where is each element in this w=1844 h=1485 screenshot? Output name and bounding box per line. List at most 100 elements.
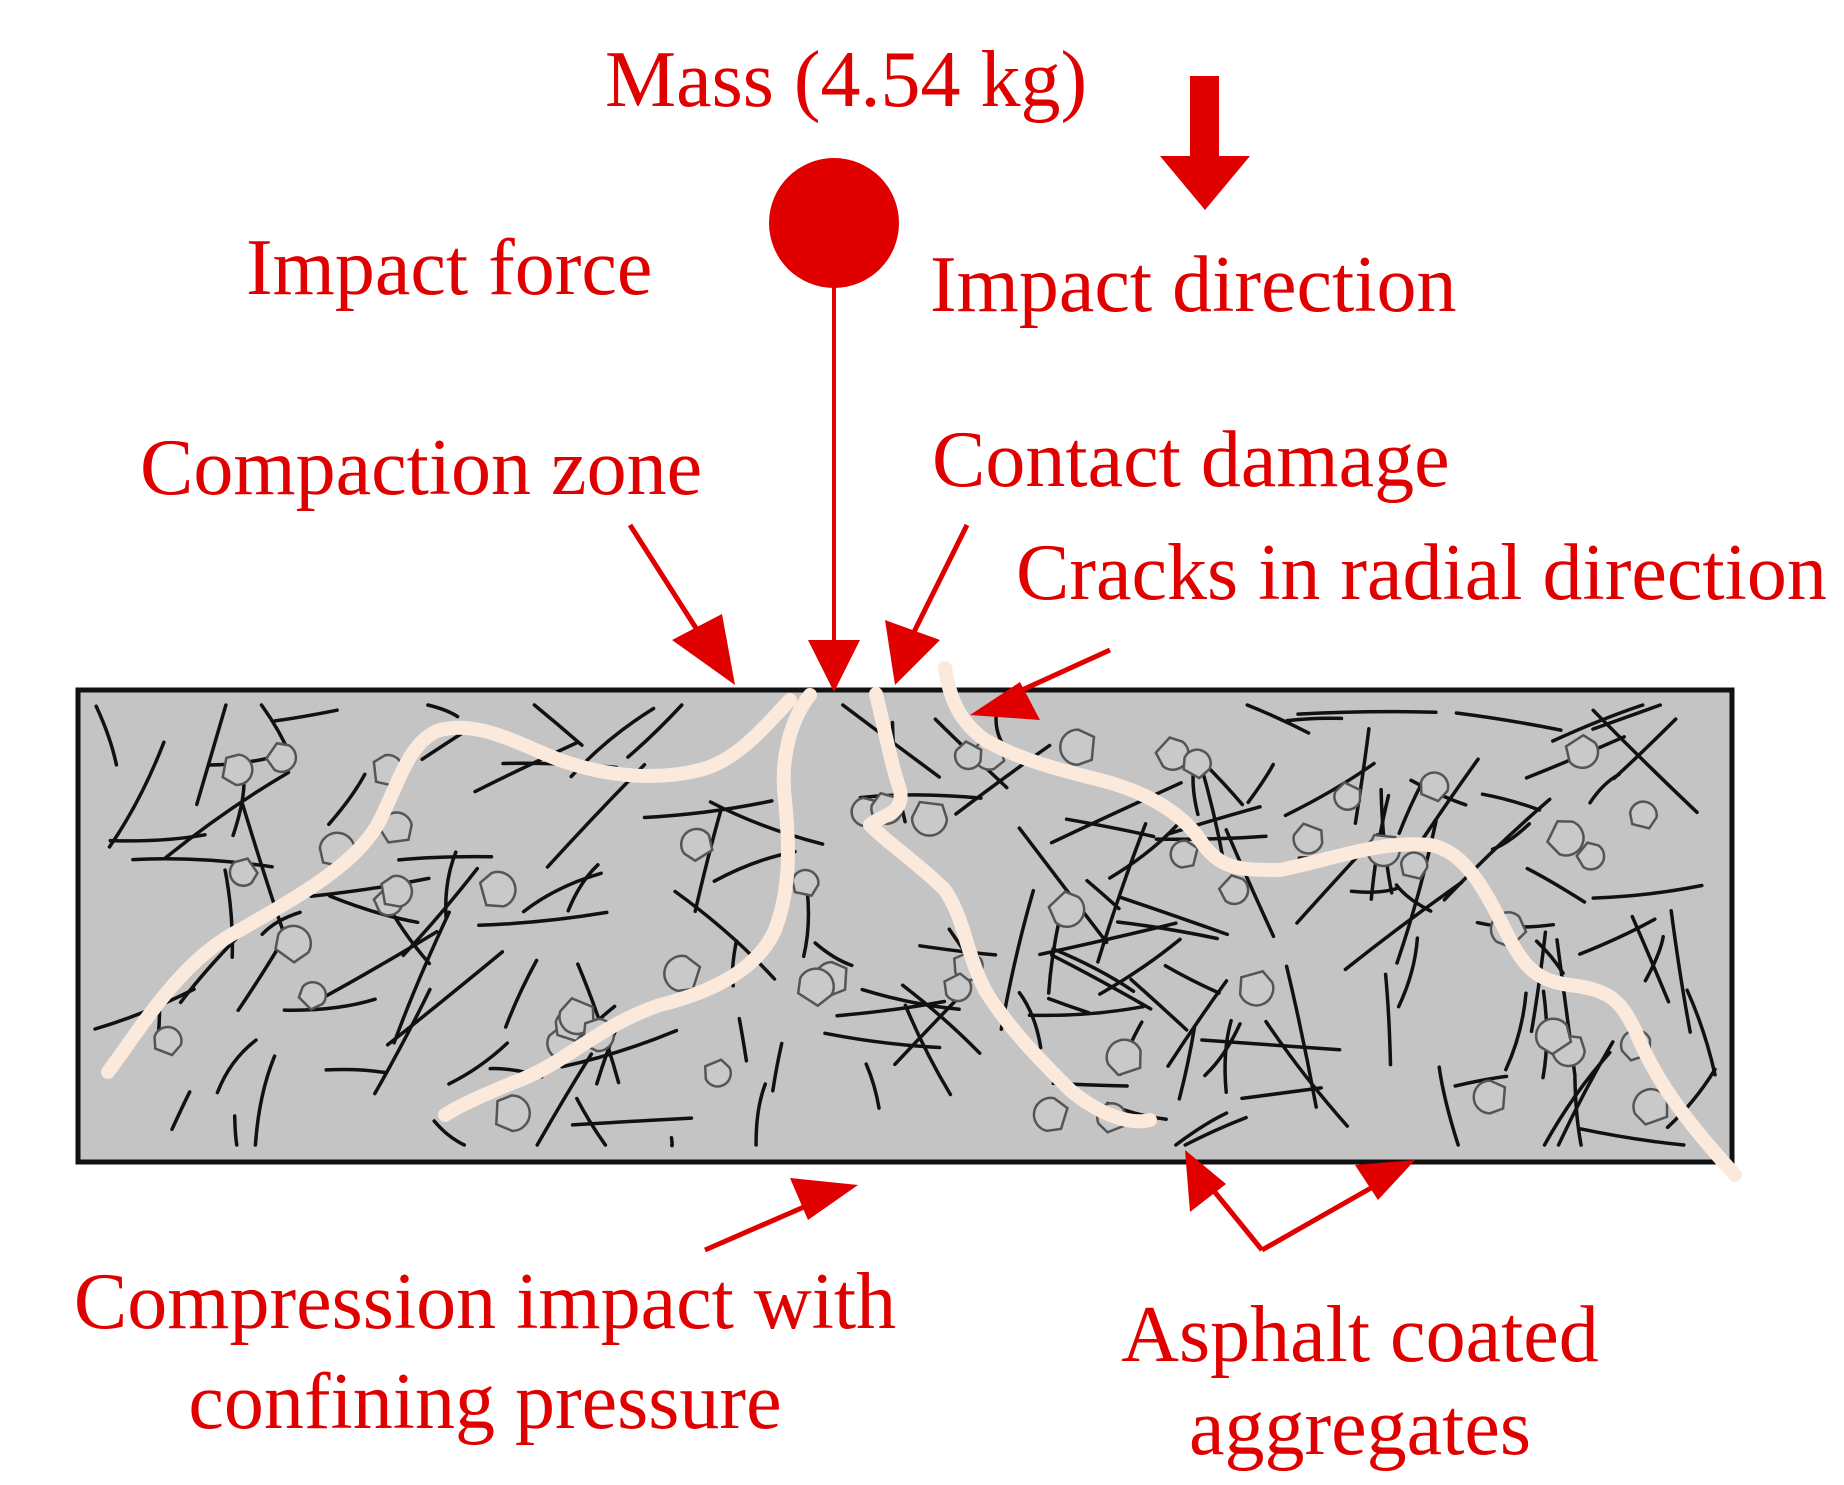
fiber-strand [232,1114,239,1147]
compaction-zone-arrow [627,523,735,685]
fiber-strand [1108,822,1180,880]
aggregate-particle [1575,841,1606,871]
fiber-strand [737,1016,749,1063]
crack-lines [101,661,1742,1182]
aggregate-particle [221,753,254,786]
fiber-strand [566,863,600,913]
fiber-strand [560,1028,679,1069]
fiber-strand [1154,834,1268,842]
aggregate-particle [1333,781,1362,811]
fiber-strand [1049,781,1183,845]
fiber-strand [575,1096,608,1147]
aggregate-particle [228,857,259,887]
fiber-strand [392,910,451,1045]
aggregate-particle [153,1025,183,1057]
aggregate-particle [1059,728,1096,767]
aggregate-particle [1182,748,1212,780]
fiber-strand [1285,716,1344,723]
impact-force-label: Impact force [246,224,653,312]
fiber-strand [1578,1127,1686,1147]
aggregate-particle [264,741,298,773]
fiber-strand [1588,772,1621,805]
fiber-strand [1046,996,1091,1015]
fiber-strand [1343,880,1464,972]
crack-center-right [863,687,1157,1129]
aggregate-particle [380,874,414,908]
fiber-strand [1284,964,1318,1109]
fiber-strand [1163,963,1221,995]
fiber-strand [1665,1067,1717,1130]
fiber-strand [693,809,723,914]
fiber-strand [313,929,439,1004]
fiber-strand [282,997,377,1012]
fiber-strand [535,1052,594,1147]
aggregate-particle [943,972,973,1003]
mass-ball-icon [769,158,899,288]
fiber-strand [1168,805,1262,836]
fiber-strand [170,1090,192,1132]
fiber-strand [1454,711,1563,732]
aggregate-particle [703,1058,733,1088]
asphalt-label-line2: aggregates [1188,1384,1532,1472]
aggregate-particle [1047,890,1086,928]
fiber-strand [107,740,166,849]
fiber-strand [1296,709,1438,716]
fiber-strand [1096,822,1148,964]
fiber-strand [1283,761,1376,818]
fiber-strand [918,944,998,957]
aggregate-particle [1545,819,1585,857]
down-arrow-icon [1160,76,1250,210]
fiber-strand [1591,703,1663,731]
fiber-strand [1437,1065,1460,1147]
aggregate-particle [274,924,313,964]
fiber-strand [1525,866,1587,904]
fiber-strand [1551,703,1645,743]
aggregate-particle [796,967,835,1008]
fiber-strand [327,772,367,827]
aggregate-particle [494,1094,531,1133]
fiber-strand [771,1041,784,1093]
fiber-strand [231,783,246,838]
asphalt-specimen-slab [75,687,1735,1165]
fiber-strand [373,987,432,1096]
impact-force-arrowhead [808,640,860,692]
aggregate-particle [1472,1079,1507,1115]
fiber-strand [260,910,302,937]
fiber-strand [1017,990,1043,1050]
aggregate-particle [478,870,517,908]
aggregate-particle [1534,1017,1573,1056]
fiber-strand [1027,1004,1145,1018]
radial-cracks-arrow [970,647,1112,720]
fiber-strand [108,833,207,843]
compression-arrow [704,1178,858,1253]
fiber-strand [1480,792,1542,812]
aggregate-particle [679,827,714,863]
compaction-zone-label: Compaction zone [140,424,703,512]
fiber-strand [1223,1018,1233,1094]
aggregate-particle [1419,771,1450,803]
fiber-strand [1017,826,1109,945]
fiber-strand [754,1082,768,1147]
fiber-strand [1419,757,1480,843]
fiber-strand [1183,1115,1248,1147]
fiber-strand [813,941,854,968]
fiber-strand [328,894,420,925]
aggregate-particle [663,954,702,993]
fiber-strand [1529,930,1548,1034]
fiber-strand [903,1003,953,1097]
fiber-strand [473,740,580,794]
fiber-strand [131,857,274,869]
fiber-strand [1049,953,1153,1011]
fiber-strand [1115,920,1219,941]
aggregate-particle [1564,733,1600,770]
fiber-strand [1396,936,1420,1009]
contact-damage-arrow [885,523,970,685]
fiber-strand [385,950,505,1047]
fiber-strand [1118,895,1230,937]
fiber-strand [324,1067,387,1075]
asphalt-label-line1: Asphalt coated [1121,1291,1599,1379]
fiber-strand [521,871,603,914]
fiber-strand [1245,703,1311,735]
crack-right [938,661,1742,1182]
